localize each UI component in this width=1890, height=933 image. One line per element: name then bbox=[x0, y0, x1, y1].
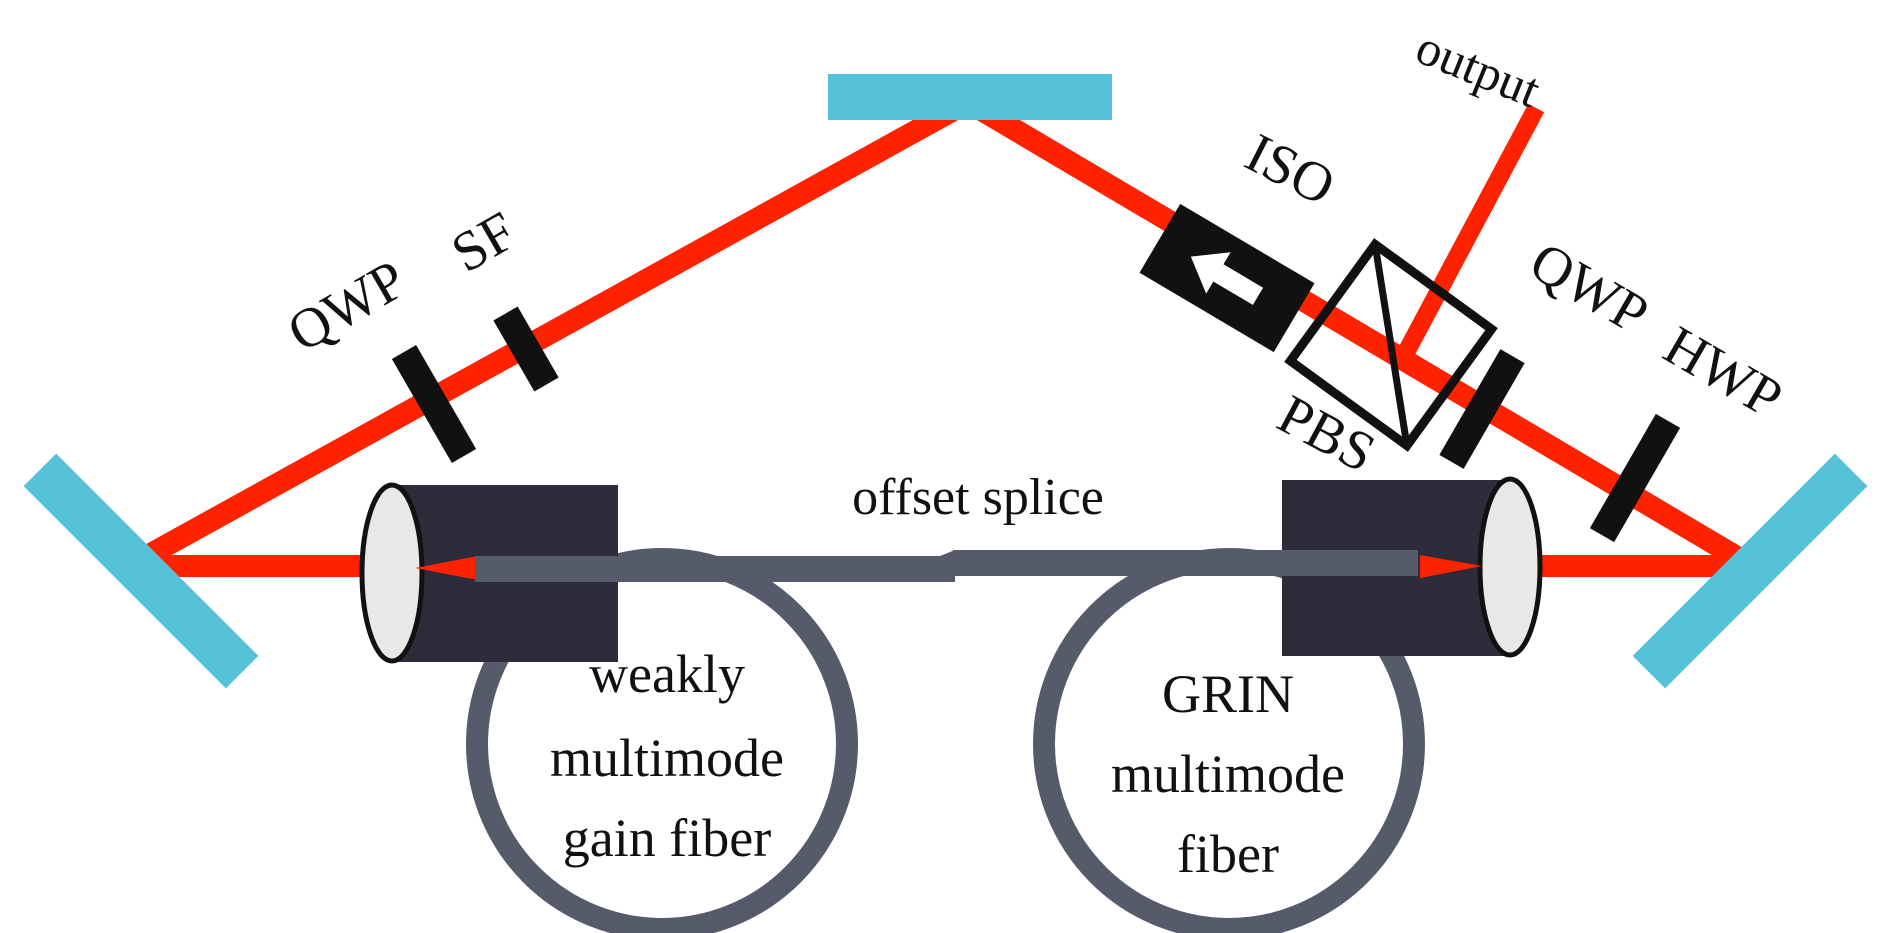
lens-right bbox=[1477, 476, 1543, 658]
pbs-diagonal bbox=[1371, 243, 1411, 447]
qwp-left bbox=[391, 345, 477, 463]
qwp-right bbox=[1439, 349, 1525, 469]
fiber-straight bbox=[475, 550, 1418, 582]
label-grin-fiber-3: fiber bbox=[1177, 824, 1279, 884]
pbs-cube bbox=[1284, 238, 1498, 452]
label-grin-fiber-1: GRIN bbox=[1162, 664, 1294, 724]
beam-left-upper bbox=[129, 91, 979, 571]
focus-cone-right bbox=[1420, 555, 1482, 578]
mirror-left bbox=[23, 453, 259, 689]
label-sf: SF bbox=[442, 200, 527, 285]
label-offset-splice: offset splice bbox=[852, 469, 1104, 526]
mirror-right bbox=[1632, 453, 1868, 689]
mirror-top bbox=[828, 74, 1112, 120]
label-qwp-left: QWP bbox=[278, 248, 417, 364]
label-grin-fiber-2: multimode bbox=[1111, 744, 1345, 804]
isolator bbox=[1139, 203, 1315, 353]
focus-cone-left bbox=[415, 556, 478, 580]
grin-fiber-segment bbox=[953, 550, 1418, 576]
gain-fiber-segment bbox=[475, 556, 953, 582]
isolator-arrow-icon bbox=[1190, 252, 1264, 305]
label-iso: ISO bbox=[1236, 122, 1345, 218]
label-gain-fiber-2: multimode bbox=[550, 728, 784, 788]
label-output: output bbox=[1409, 18, 1549, 118]
beam-output bbox=[1397, 103, 1545, 358]
lens-left bbox=[359, 482, 425, 664]
spectral-filter bbox=[493, 306, 559, 392]
label-qwp-right: QWP bbox=[1520, 230, 1659, 346]
hwp bbox=[1589, 413, 1681, 543]
label-gain-fiber-1: weakly bbox=[589, 644, 745, 704]
label-gain-fiber-3: gain fiber bbox=[563, 808, 771, 868]
label-pbs: PBS bbox=[1268, 383, 1385, 485]
label-hwp: HWP bbox=[1654, 314, 1793, 430]
splice-joint bbox=[940, 550, 955, 582]
